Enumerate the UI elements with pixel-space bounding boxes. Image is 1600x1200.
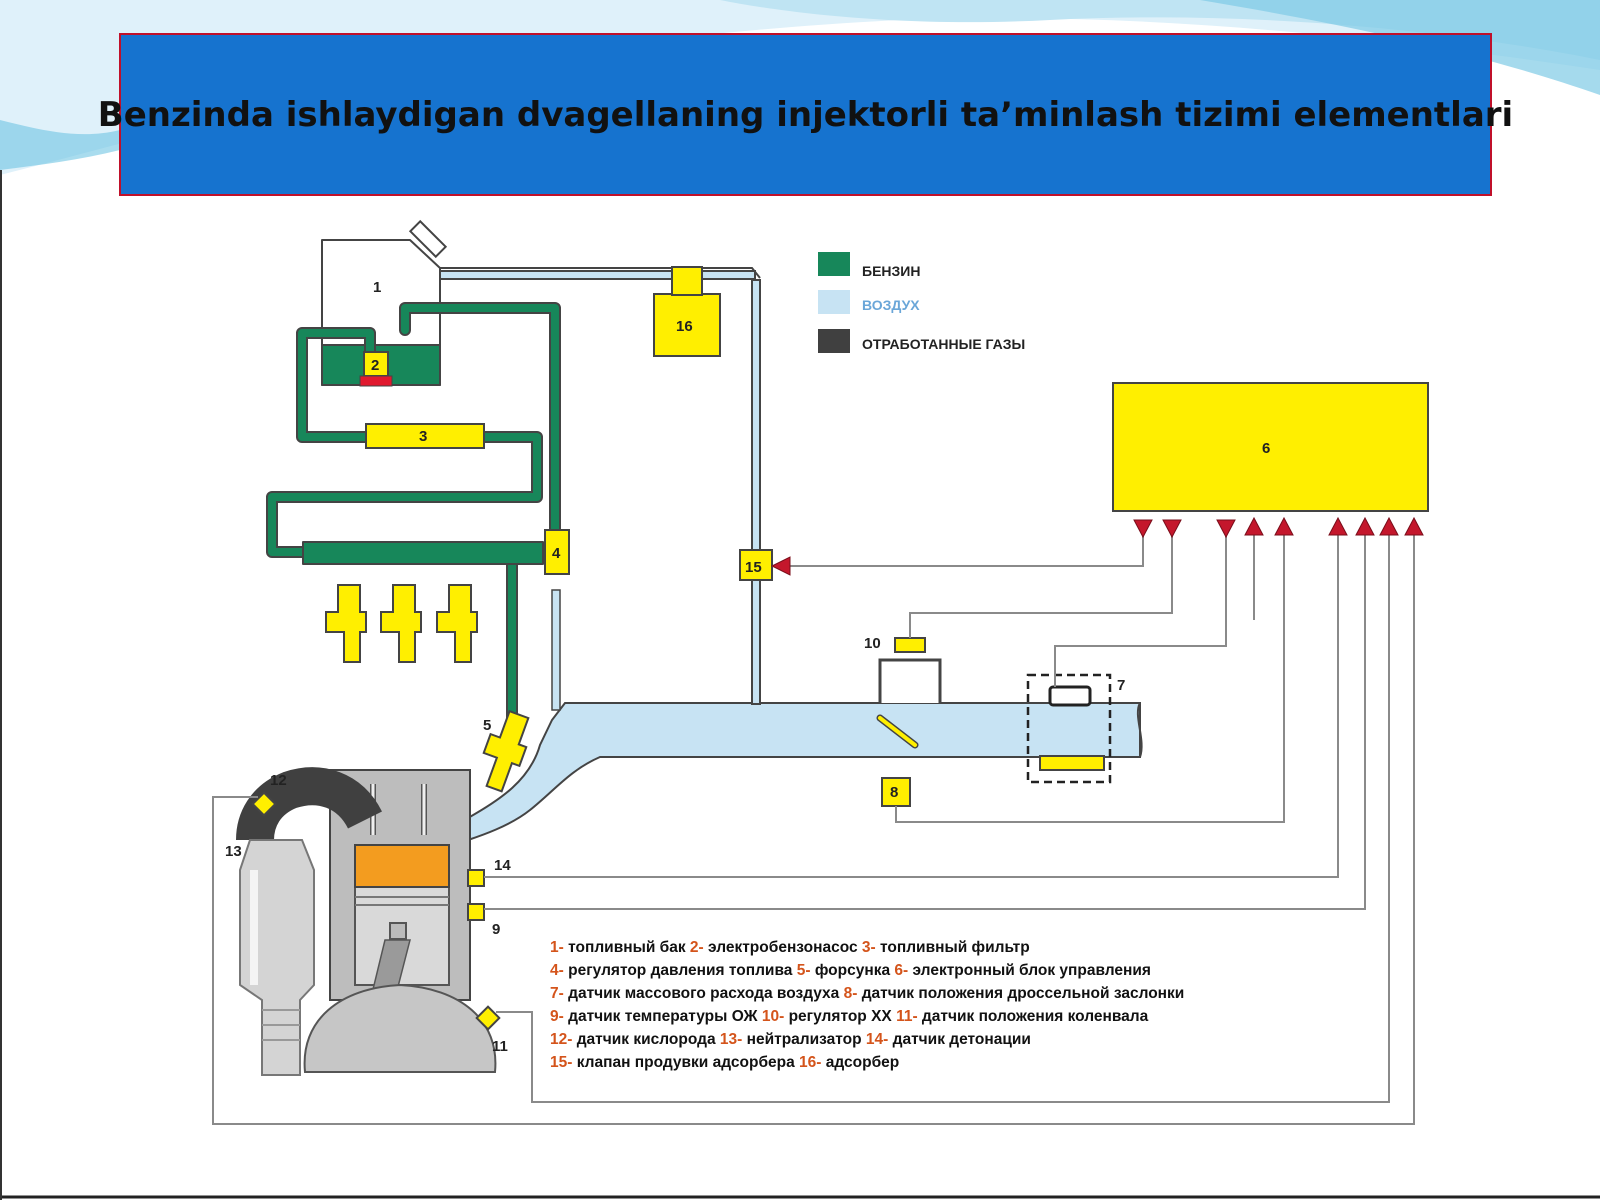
legend: БЕНЗИН ВОЗДУХ ОТРАБОТАННЫЕ ГАЗЫ — [818, 252, 1025, 353]
engine — [303, 769, 497, 1073]
fuel-lines — [266, 239, 561, 726]
label-1: 1 — [373, 279, 381, 296]
label-15: 15 — [745, 559, 762, 576]
component-2-fuel-pump — [363, 351, 389, 377]
legend-label-air: ВОЗДУХ — [862, 297, 920, 313]
label-4: 4 — [552, 545, 561, 562]
label-5: 5 — [483, 717, 491, 734]
throttle-valve — [876, 714, 919, 749]
component-16-adsorber — [653, 293, 721, 357]
label-12: 12 — [270, 772, 287, 789]
component-12-oxygen-sensor — [251, 791, 277, 817]
component-10-idle-regulator — [878, 637, 942, 703]
component-7-maf-sensor — [1026, 673, 1112, 784]
label-13: 13 — [225, 843, 242, 860]
component-key: 1- топливный бак 2- электробензонасос 3-… — [550, 939, 1184, 1071]
label-6: 6 — [1262, 440, 1270, 457]
legend-label-fuel: БЕНЗИН — [862, 263, 920, 279]
key-line-6: 15- клапан продувки адсорбера 16- адсорб… — [550, 1054, 899, 1071]
component-numbers: 1 2 3 4 5 6 7 8 9 10 11 12 13 14 15 16 — [225, 279, 1270, 1055]
label-8: 8 — [890, 784, 898, 801]
label-11: 11 — [492, 1038, 508, 1055]
label-2: 2 — [371, 357, 379, 374]
key-line-1: 1- топливный бак 2- электробензонасос 3-… — [550, 939, 1030, 956]
label-3: 3 — [419, 428, 427, 445]
legend-swatch-exhaust — [818, 329, 850, 353]
component-11-crank-sensor — [475, 1005, 501, 1031]
title-banner: Benzinda ishlaydigan dvagellaning injekt… — [98, 33, 1513, 196]
component-4-pressure-regulator — [544, 529, 570, 575]
injector-rail-nozzles — [325, 584, 478, 663]
component-3-fuel-filter — [365, 423, 485, 449]
label-16: 16 — [676, 318, 693, 335]
key-line-3: 7- датчик массового расхода воздуха 8- д… — [550, 985, 1184, 1002]
component-9-coolant-sensor — [467, 903, 485, 921]
label-7: 7 — [1117, 677, 1125, 694]
component-5-injector — [482, 709, 530, 793]
page-title: Benzinda ishlaydigan dvagellaning injekt… — [97, 94, 1514, 135]
component-8-throttle-sensor — [881, 777, 911, 807]
legend-label-exhaust: ОТРАБОТАННЫЕ ГАЗЫ — [862, 336, 1025, 352]
label-10: 10 — [864, 635, 881, 652]
signal-wires — [212, 530, 1415, 1125]
key-line-5: 12- датчик кислорода 13- нейтрализатор 1… — [550, 1031, 1031, 1048]
label-14: 14 — [494, 857, 511, 874]
legend-swatch-fuel — [818, 252, 850, 276]
component-14-knock-sensor — [467, 869, 485, 887]
component-13-catalyst — [239, 839, 315, 1076]
key-line-4: 9- датчик температуры ОЖ 10- регулятор Х… — [550, 1008, 1149, 1025]
ecu-signal-arrows — [770, 516, 1424, 576]
key-line-2: 4- регулятор давления топлива 5- форсунк… — [550, 962, 1151, 979]
legend-swatch-air — [818, 290, 850, 314]
component-6-ecu — [1112, 382, 1429, 512]
label-9: 9 — [492, 921, 500, 938]
exhaust-manifold — [236, 767, 382, 842]
